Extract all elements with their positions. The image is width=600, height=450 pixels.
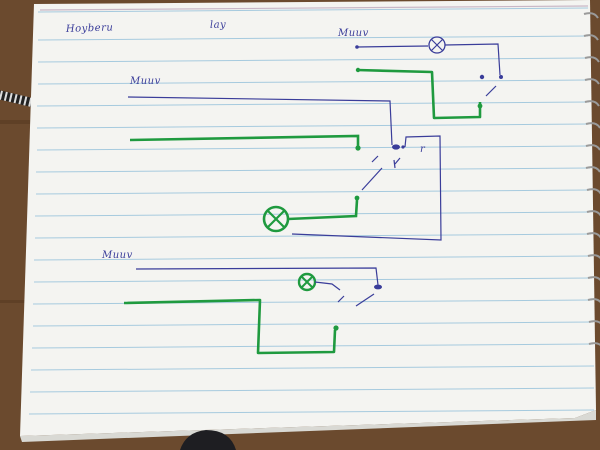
switch-mark: r bbox=[420, 144, 426, 155]
terminal-dot-icon bbox=[355, 67, 361, 73]
wood-grain bbox=[0, 300, 30, 303]
spiral-binding bbox=[583, 12, 600, 346]
switch-icon bbox=[355, 293, 375, 307]
wire-green bbox=[129, 134, 360, 146]
terminal-dot-icon bbox=[355, 145, 361, 151]
label-bottom: Muuv bbox=[101, 250, 133, 261]
wire-blue bbox=[314, 281, 341, 291]
switch-icon bbox=[371, 155, 379, 163]
wire-green bbox=[356, 68, 482, 120]
switch-icon bbox=[485, 85, 497, 97]
shadow-object bbox=[180, 430, 236, 450]
circuit-bottom: Muuv bbox=[101, 250, 382, 355]
label-top-right: Muuv bbox=[337, 28, 369, 39]
terminal-dot-icon bbox=[354, 195, 360, 201]
terminal-dot-icon bbox=[392, 144, 400, 150]
wire-blue bbox=[444, 43, 501, 76]
wire-green bbox=[287, 199, 359, 221]
terminal-dot-icon bbox=[355, 45, 359, 49]
circuit-middle: Muuv r bbox=[127, 76, 442, 241]
cable-stripes bbox=[0, 90, 36, 108]
terminal-dot-icon bbox=[479, 74, 485, 80]
margin-line bbox=[39, 5, 589, 11]
terminal-dot-icon bbox=[333, 325, 339, 331]
header-right-note: lay bbox=[210, 19, 227, 31]
wood-grain bbox=[0, 120, 40, 124]
wire-blue bbox=[393, 159, 396, 169]
terminal-dot-icon bbox=[499, 75, 503, 79]
page-shadow-edge bbox=[20, 410, 596, 442]
header-left-note: Hoyberu bbox=[65, 22, 114, 35]
switch-icon bbox=[361, 167, 383, 191]
label-middle: Muuv bbox=[129, 76, 161, 87]
terminal-dot-icon bbox=[401, 145, 405, 149]
wire-blue bbox=[135, 267, 379, 286]
terminal-dot-icon bbox=[374, 284, 382, 290]
wire-blue bbox=[356, 45, 429, 48]
wire-blue bbox=[291, 135, 442, 241]
wire-blue bbox=[127, 96, 393, 146]
wire-green bbox=[123, 298, 337, 355]
terminal-dot-icon bbox=[477, 103, 483, 109]
switch-icon bbox=[337, 295, 345, 303]
ruled-lines bbox=[28, 7, 595, 415]
circuit-top-right: Muuv bbox=[337, 28, 503, 120]
switch-icon bbox=[394, 157, 401, 165]
